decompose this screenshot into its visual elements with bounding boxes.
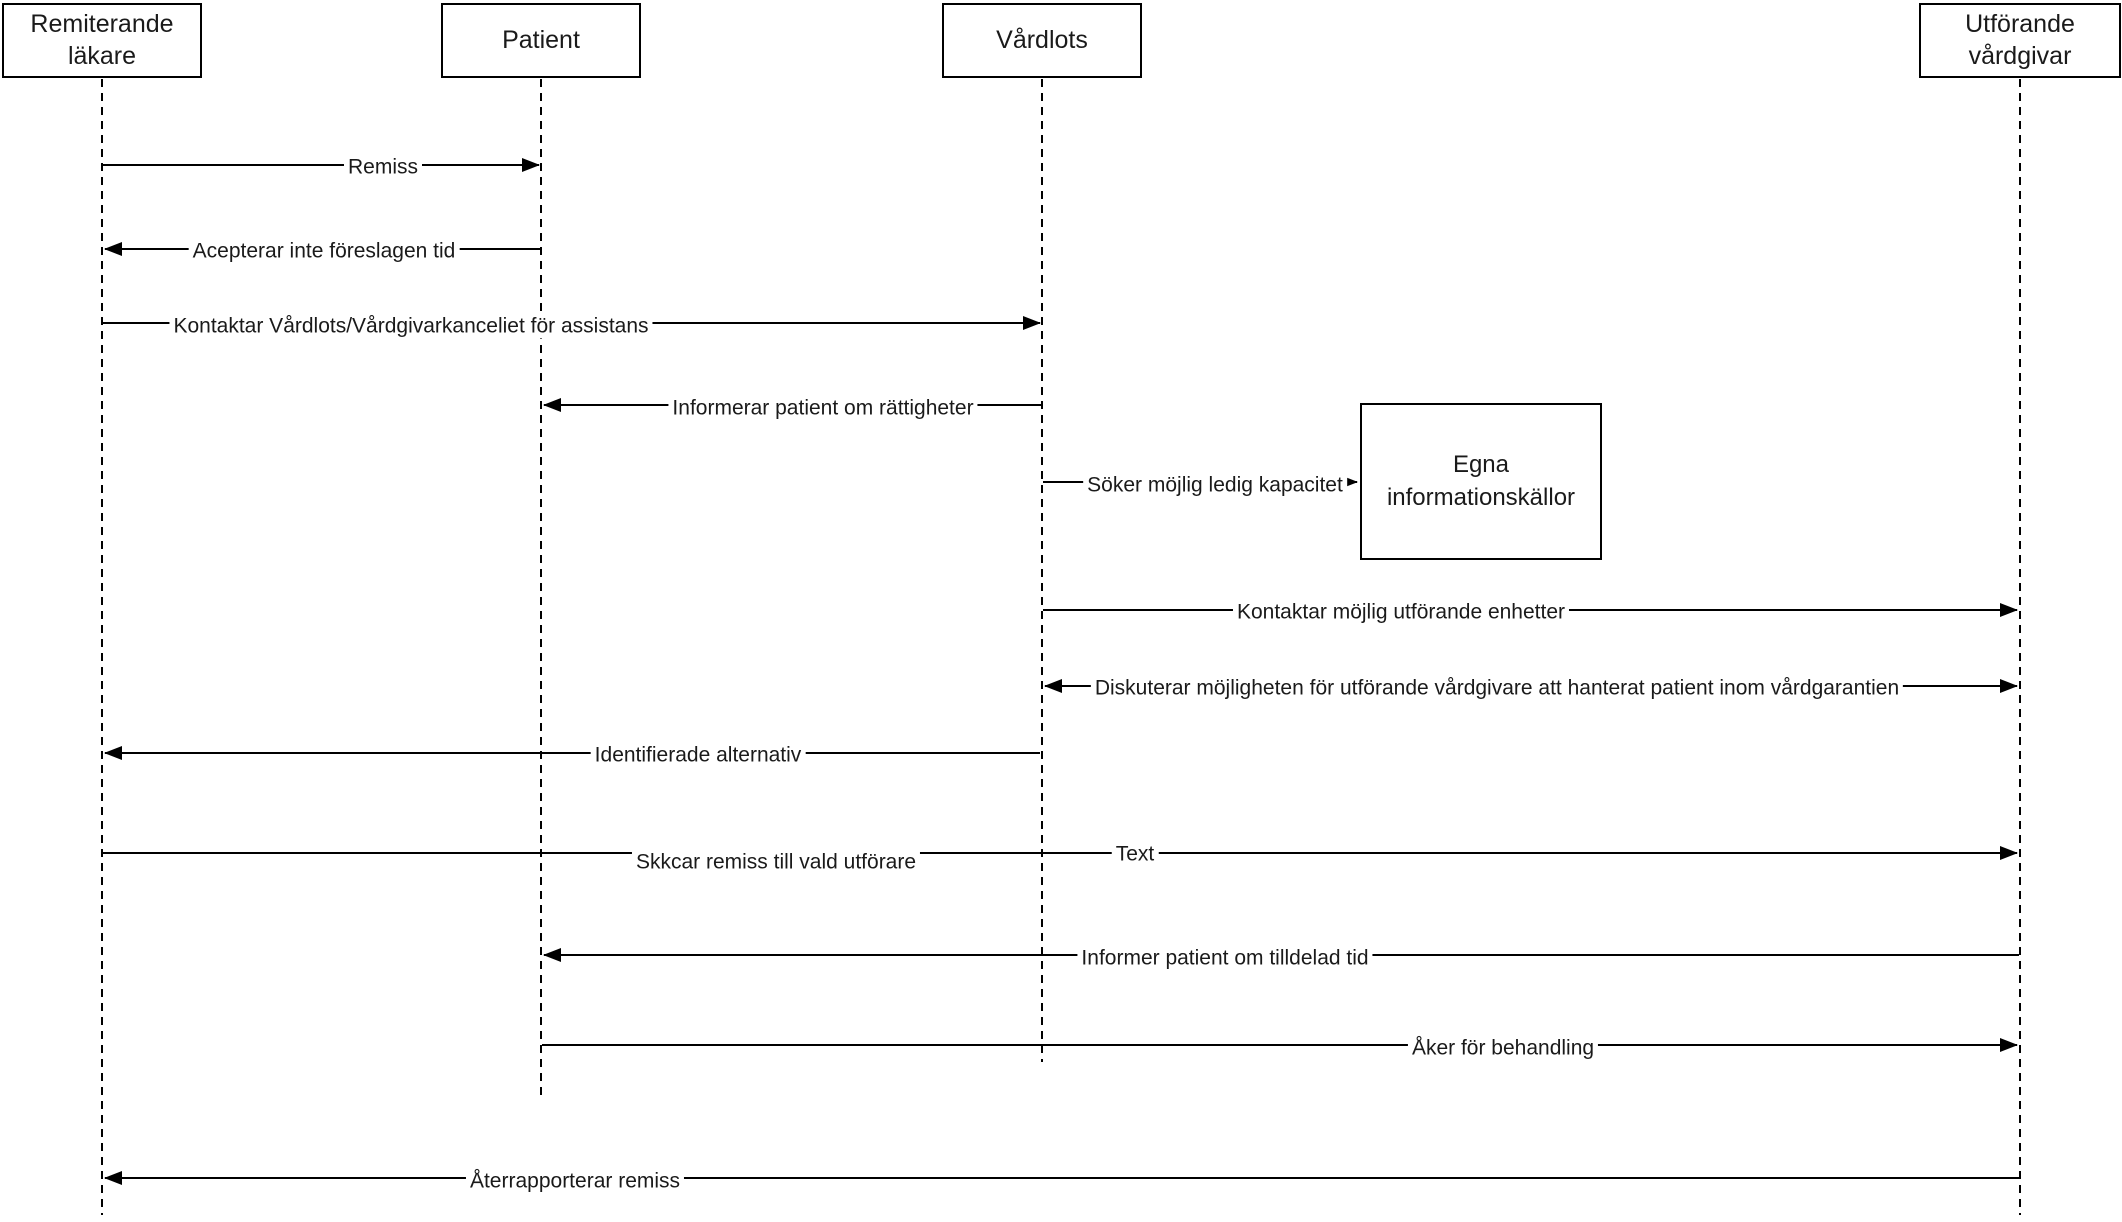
message-label-aker-behandling: Åker för behandling <box>1407 1035 1599 1061</box>
actor-label-vardlots: Vårdlots <box>996 25 1088 54</box>
message-label-aterrapporterar-remiss: Återrapporterar remiss <box>465 1168 685 1194</box>
message-label-soker-kapacitet: Söker möjlig ledig kapacitet <box>1083 472 1347 498</box>
message-label-informer-tilldelad-tid: Informer patient om tilldelad tid <box>1077 945 1373 971</box>
actor-box-utforande-vardgivar: Utförande vårdgivar <box>1919 3 2121 78</box>
actor-box-patient: Patient <box>441 3 641 78</box>
message-label-skkcar-remiss: Skkcar remiss till vald utförare <box>631 849 921 875</box>
message-label-informerar-rattigheter: Informerar patient om rättigheter <box>668 395 978 421</box>
object-box-egna-informationskallor: Egna informationskällor <box>1360 403 1602 560</box>
actor-label-remiterande-lakare: Remiterande läkare <box>30 10 174 70</box>
message-label-kontaktar-enhetter: Kontaktar möjlig utförande enhetter <box>1232 599 1570 625</box>
message-label-kontaktar-vardlots: Kontaktar Vårdlots/Vårdgivarkanceliet fö… <box>169 313 653 339</box>
actor-label-utforande-vardgivar: Utförande vårdgivar <box>1965 10 2075 70</box>
message-label-text: Text <box>1111 841 1159 867</box>
actor-label-patient: Patient <box>502 25 580 54</box>
message-label-acepterar-inte: Acepterar inte föreslagen tid <box>188 238 460 264</box>
actor-box-vardlots: Vårdlots <box>942 3 1142 78</box>
message-label-identifierade-alternativ: Identifierade alternativ <box>590 742 806 768</box>
message-label-diskuterar-vardgarantien: Diskuterar möjligheten för utförande vår… <box>1090 675 1904 701</box>
object-label-egna-informationskallor: Egna informationskällor <box>1386 451 1576 511</box>
message-label-remiss: Remiss <box>343 154 423 180</box>
actor-box-remiterande-lakare: Remiterande läkare <box>2 3 202 78</box>
